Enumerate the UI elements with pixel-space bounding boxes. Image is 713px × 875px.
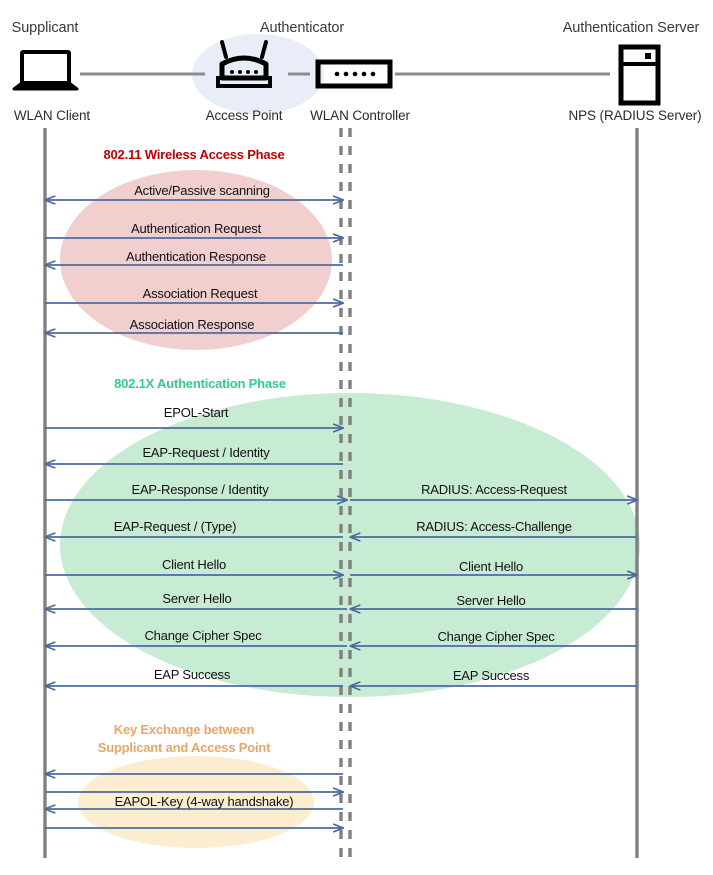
msg-label-active-passive-scanning: Active/Passive scanning bbox=[134, 183, 270, 198]
msg-label-eapol-key-handshake: EAPOL-Key (4-way handshake) bbox=[114, 794, 294, 809]
role-title-supplicant: Supplicant bbox=[11, 20, 79, 36]
msg-label-authentication-request: Authentication Request bbox=[130, 221, 262, 236]
msg-label-client-hello-right: Client Hello bbox=[458, 559, 524, 574]
device-label-access-point: Access Point bbox=[205, 108, 283, 123]
phase-ellipse-wireless-access bbox=[60, 170, 332, 350]
msg-label-eap-success-right: EAP Success bbox=[452, 668, 530, 683]
device-label-wlan-controller: WLAN Controller bbox=[310, 108, 410, 123]
msg-label-eap-success-left: EAP Success bbox=[153, 667, 231, 682]
msg-label-association-request: Association Request bbox=[142, 286, 258, 301]
msg-label-eap-request-identity: EAP-Request / Identity bbox=[142, 445, 270, 460]
msg-label-eap-response-identity: EAP-Response / Identity bbox=[131, 482, 269, 497]
msg-label-radius-access-challenge: RADIUS: Access-Challenge bbox=[416, 519, 572, 534]
phase-label-wireless-access: 802.11 Wireless Access Phase bbox=[103, 147, 285, 162]
msg-label-radius-access-request: RADIUS: Access-Request bbox=[421, 482, 567, 497]
role-title-auth-server: Authentication Server bbox=[562, 20, 700, 36]
phase-label-dot1x-auth: 802.1X Authentication Phase bbox=[114, 376, 286, 391]
server-rack-icon bbox=[618, 44, 661, 106]
device-label-wlan-client: WLAN Client bbox=[13, 108, 91, 123]
msg-label-authentication-response: Authentication Response bbox=[126, 249, 266, 264]
msg-label-eap-request-type: EAP-Request / (Type) bbox=[113, 519, 237, 534]
msg-label-association-response: Association Response bbox=[129, 317, 255, 332]
msg-label-change-cipher-spec-right: Change Cipher Spec bbox=[437, 629, 555, 644]
network-switch-icon bbox=[315, 59, 393, 89]
phase-ellipse-key-exchange bbox=[78, 756, 314, 848]
msg-label-client-hello-left: Client Hello bbox=[161, 557, 227, 572]
msg-label-epol-start: EPOL-Start bbox=[163, 405, 229, 420]
msg-label-change-cipher-spec-left: Change Cipher Spec bbox=[144, 628, 262, 643]
role-title-authenticator: Authenticator bbox=[259, 20, 345, 36]
msg-label-server-hello-right: Server Hello bbox=[456, 593, 526, 608]
laptop-icon bbox=[12, 50, 79, 91]
wireless-router-icon bbox=[216, 40, 272, 88]
phase-label-key-exchange-line2: Supplicant and Access Point bbox=[97, 740, 271, 755]
device-label-nps-server: NPS (RADIUS Server) bbox=[568, 108, 702, 123]
phase-label-key-exchange-line1: Key Exchange between bbox=[113, 722, 255, 737]
msg-label-server-hello-left: Server Hello bbox=[162, 591, 232, 606]
